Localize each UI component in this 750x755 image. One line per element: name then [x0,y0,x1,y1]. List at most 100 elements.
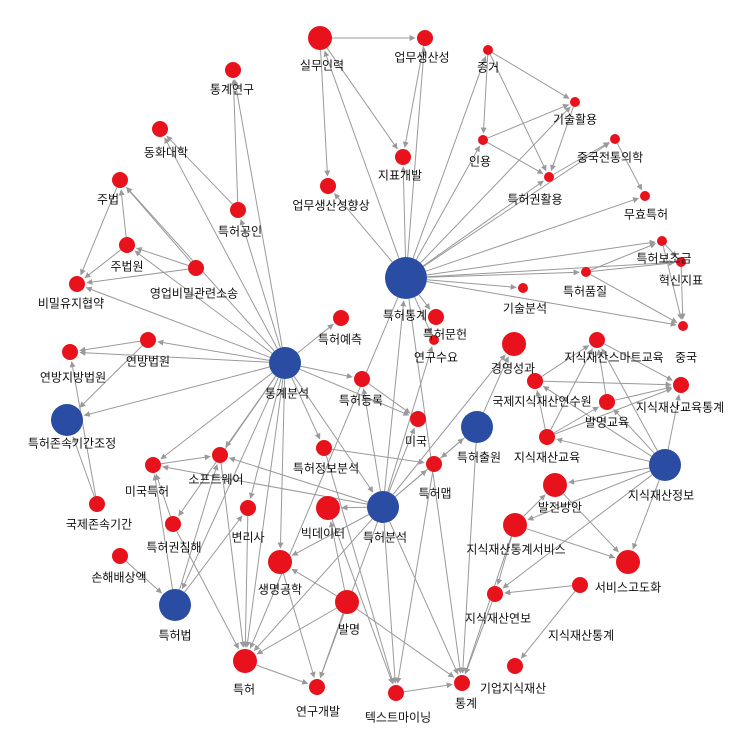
edge-teukheo-chulwon-to-tonggye [463,443,477,673]
node-label-bimil-hyeobyak: 비밀유지협약 [38,296,104,311]
node-teukheo[interactable] [233,649,257,673]
node-byeonrisa[interactable] [240,500,256,516]
node-big-data[interactable] [316,496,340,520]
node-label-saengmyeong-gonghak: 생명공학 [258,583,302,597]
node-jijik-yeonbo[interactable] [487,586,503,602]
node-tonggye-service[interactable] [503,513,527,537]
node-teukheo-hwaryong[interactable] [544,172,554,182]
edge-teukheo-gongin-to-tonggye-yeongu [233,80,237,202]
node-jijik-jeongbo[interactable] [649,449,681,481]
node-gisul-bunseok[interactable] [518,283,528,293]
edge-tongye-tonggye-to-gisul-hwaryong [421,107,571,263]
node-tonggye[interactable] [454,675,470,691]
node-balmyeong[interactable] [335,590,359,614]
node-teukheo-munheon[interactable] [428,309,444,325]
node-label-miguk: 미국 [405,435,427,449]
node-teukheo-jeongbo-bunseok[interactable] [316,440,332,456]
node-silmu-illyeok[interactable] [308,26,332,50]
edge-text-mining-to-tonggye [404,685,452,692]
node-sonhae-baesang[interactable] [112,548,128,564]
node-gyoyuk-tonggye[interactable] [673,377,689,393]
edge-tonggye-bunseok-to-teukheogwon-chimhae [179,376,276,516]
node-yeongeop-bimil[interactable] [188,260,204,276]
node-teukheo-deungrok[interactable] [354,371,370,387]
node-gukje-jonsok[interactable] [89,496,105,512]
node-label-silmu-illyeok: 실무인력 [300,59,344,73]
node-jeungeo[interactable] [483,45,493,55]
node-jungguk[interactable] [678,321,688,331]
node-tongye-tonggye[interactable] [385,257,427,299]
node-tonggye-yeongu[interactable] [225,62,241,78]
node-label-miguk-teukheo: 미국특허 [125,485,169,499]
edge-tongye-tonggye-to-silmu-illyeok [325,51,399,258]
node-jijik-tonggye[interactable] [572,577,588,593]
node-yeonbang-beobwon[interactable] [140,332,156,348]
node-label-teukheo-chulwon: 특허출원 [457,451,501,465]
node-label-tonggye-service: 지식재산통계서비스 [466,543,565,557]
node-muhyo-teukheo[interactable] [640,191,650,201]
node-donghwa-daehak[interactable] [152,121,168,137]
node-eopmu-saengsanseong[interactable] [417,30,433,46]
node-label-teukheobeop: 특허법 [158,629,191,643]
node-tonggye-bunseok[interactable] [269,347,301,379]
node-teukheo-bojogeum[interactable] [657,236,667,246]
node-miguk[interactable] [410,411,426,427]
node-label-jijik-gyoyuk: 지식재산교육 [514,451,580,465]
node-label-service-godohwa: 서비스고도화 [595,581,661,595]
edge-tonggye-bunseok-to-yeonbang-jibang [80,353,269,363]
edge-tonggye-bunseok-to-donghwa-daehak [165,138,278,349]
node-label-gieop-jijik: 기업지식재산 [480,682,546,696]
node-jubeop[interactable] [112,172,128,188]
node-gyeongyeong-seonggwa[interactable] [502,332,526,356]
edge-tonggye-bunseok-to-miguk-teukheo [161,373,272,459]
node-smart-gyoyuk[interactable] [589,332,605,348]
edge-tonggye-bunseok-to-jonsok-jojeong [84,367,269,415]
node-service-godohwa[interactable] [616,550,640,574]
node-jipyo-gaebal[interactable] [395,149,411,165]
node-saengmyeong-gonghak[interactable] [268,550,292,574]
edge-software-to-teukheo [221,463,243,647]
node-teukheo-pumjil[interactable] [581,267,591,277]
edge-tonggye-bunseok-to-saengmyeong-gonghak [280,379,284,548]
node-jijik-gyoyuk[interactable] [539,429,555,445]
node-gisul-hwaryong[interactable] [570,97,580,107]
node-teukheo-chulwon[interactable] [461,411,493,443]
node-jubeobwon[interactable] [119,237,135,253]
node-label-inyong: 인용 [469,155,491,169]
edge-yeonbang-beobwon-to-yeonbang-jibang [80,341,140,350]
node-jungguk-jeontong[interactable] [610,134,620,144]
node-teukheo-yecheuk[interactable] [333,310,349,326]
node-label-jijik-yeonbo: 지식재산연보 [465,612,531,626]
node-label-yeonbang-beobwon: 연방법원 [126,355,170,369]
node-miguk-teukheo[interactable] [145,457,161,473]
node-software[interactable] [212,447,228,463]
node-label-jijik-tonggye: 지식재산통계 [548,629,614,643]
edge-jubeobwon-to-jubeop [121,190,126,237]
node-balmyeong-gyoyuk[interactable] [599,394,615,410]
node-label-hyeoksin-jipyo: 혁신지표 [659,274,703,288]
node-teukheo-gongin[interactable] [230,202,246,218]
edge-teukheo-maep-to-text-mining [398,472,433,683]
node-label-baljeon-bangan: 발전방안 [538,501,582,515]
node-label-gisul-bunseok: 기술분석 [503,302,547,316]
node-gieop-jijik[interactable] [507,658,523,674]
edge-balmyeong-to-tonggye [357,609,454,677]
node-teukheo-bunseok[interactable] [367,491,399,523]
node-label-big-data: 빅데이터 [301,527,345,541]
node-label-tonggye-yeongu: 통계연구 [210,83,254,97]
node-eopmu-hyangsang[interactable] [320,178,336,194]
node-bimil-hyeobyak[interactable] [69,276,85,292]
node-yeongu-gaebal[interactable] [309,679,325,695]
node-yeonbang-jibang[interactable] [62,344,78,360]
node-text-mining[interactable] [388,685,404,701]
node-teukheo-maep[interactable] [426,456,442,472]
node-baljeon-bangan[interactable] [543,473,567,497]
node-teukheogwon-chimhae[interactable] [165,516,181,532]
node-jonsok-jojeong[interactable] [51,404,83,436]
node-label-teukheo-deungrok: 특허등록 [339,394,383,408]
edge-jijik-tonggye-to-jijik-yeonbo [505,586,572,593]
node-label-gukje-jonsok: 국제존속기간 [66,518,132,532]
node-inyong[interactable] [478,135,488,145]
node-teukheobeop[interactable] [159,589,191,621]
